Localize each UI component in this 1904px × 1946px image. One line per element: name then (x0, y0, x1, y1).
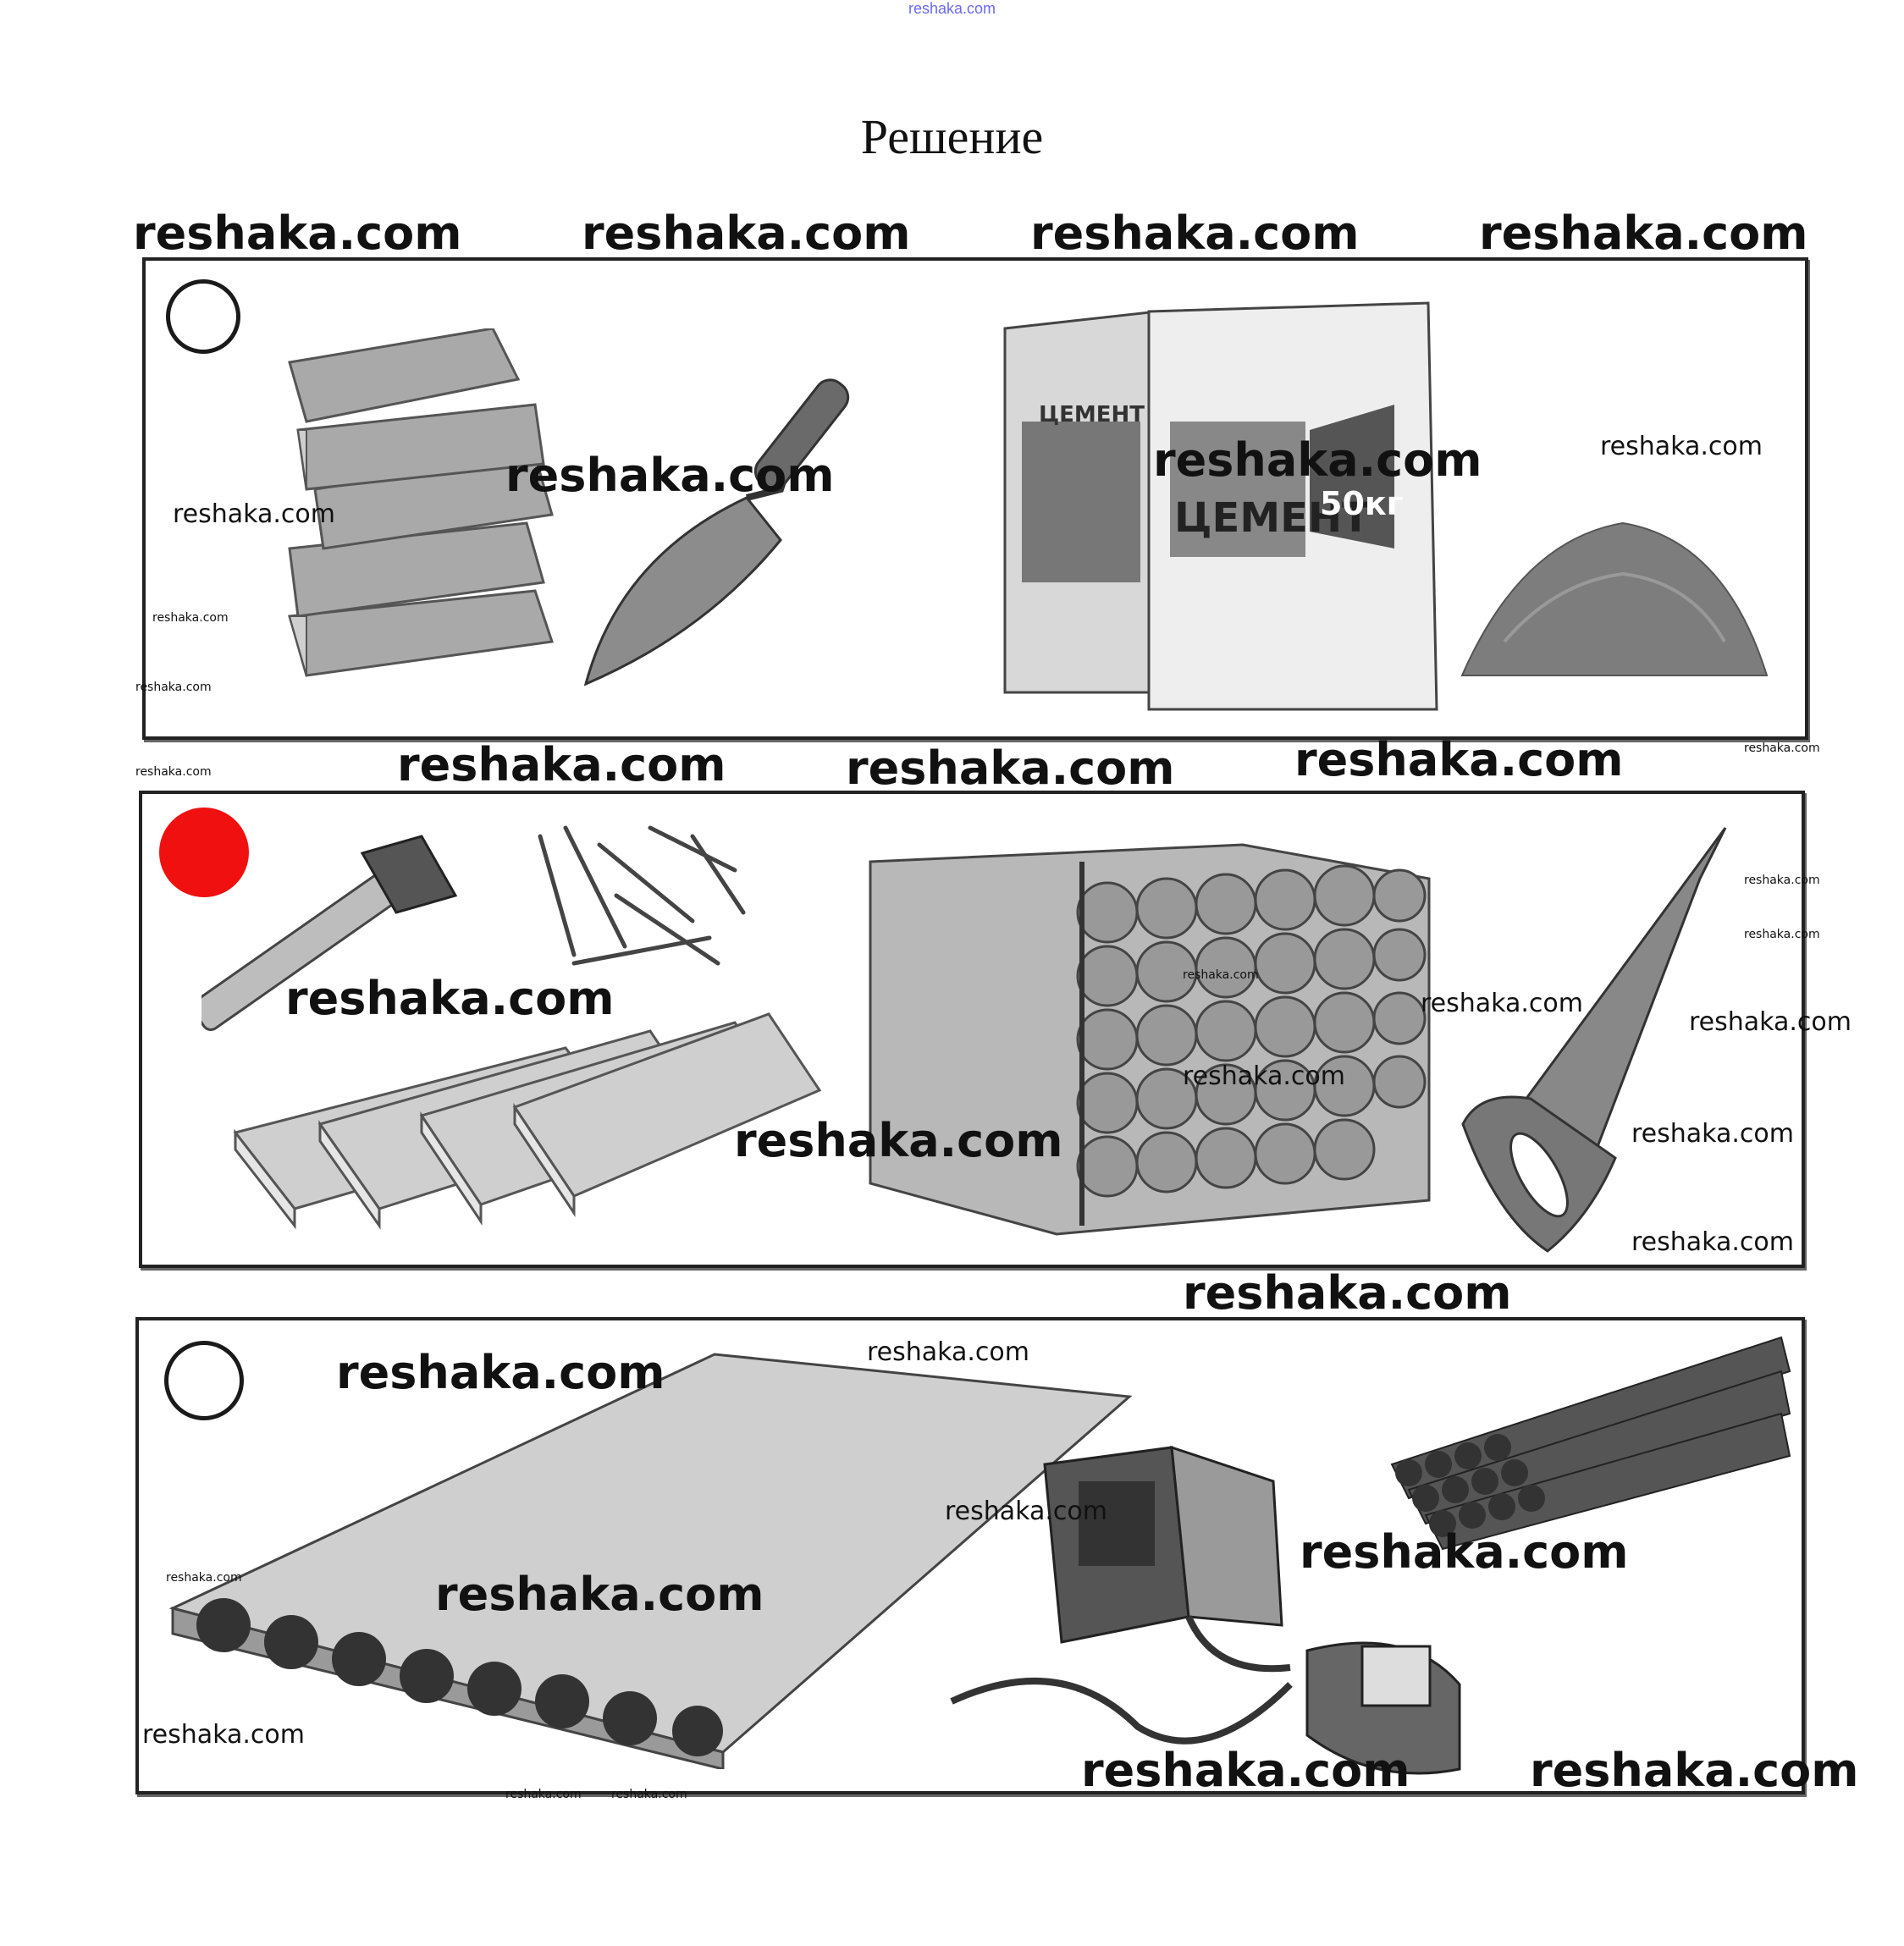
watermark: reshaka.com (1153, 433, 1482, 487)
watermark: reshaka.com (505, 449, 835, 502)
watermark: reshaka.com (611, 1788, 687, 1801)
watermark: reshaka.com (1183, 1061, 1345, 1091)
watermark: reshaka.com (285, 972, 615, 1025)
watermark: reshaka.com (173, 499, 335, 529)
watermark: reshaka.com (1530, 1744, 1859, 1797)
rebar-bundle-illustration (1390, 1336, 1791, 1551)
watermark: reshaka.com (1744, 874, 1820, 887)
watermark: reshaka.com (1479, 207, 1808, 260)
watermark: reshaka.com (1294, 733, 1624, 786)
panel-1-cement-materials: ЦЕМЕНТ ЦЕМЕНТ 50кг (142, 257, 1808, 740)
watermark: reshaka.com (142, 1720, 305, 1750)
watermark: reshaka.com (135, 765, 212, 779)
cement-bags-illustration: ЦЕМЕНТ ЦЕМЕНТ 50кг (1003, 301, 1438, 711)
cement-small-label: ЦЕМЕНТ (1039, 402, 1145, 427)
watermark: reshaka.com (1421, 989, 1583, 1018)
panel-3-concrete-metal-materials (135, 1317, 1805, 1794)
sand-pile-illustration (1460, 521, 1769, 676)
watermark: reshaka.com (846, 741, 1175, 795)
page-title: Решение (860, 109, 1044, 164)
marker-empty-circle (166, 279, 240, 354)
top-watermark: reshaka.com (908, 0, 996, 17)
marker-empty-circle (164, 1341, 244, 1420)
watermark: reshaka.com (166, 1571, 242, 1585)
watermark: reshaka.com (435, 1568, 764, 1621)
hollow-core-slab-illustration (168, 1353, 1133, 1769)
cement-big-label: ЦЕМЕНТ (1174, 494, 1370, 542)
hand-saw-illustration (1461, 827, 1727, 1253)
watermark: reshaka.com (1631, 1227, 1794, 1257)
cement-weight-label: 50кг (1320, 485, 1404, 522)
trowel-illustration (583, 378, 850, 686)
watermark: reshaka.com (336, 1346, 665, 1399)
watermark: reshaka.com (1081, 1744, 1410, 1797)
watermark: reshaka.com (582, 207, 911, 260)
hammer-illustration (201, 835, 458, 1031)
watermark: reshaka.com (1689, 1007, 1852, 1037)
bricks-illustration (288, 328, 554, 677)
welding-machine-illustration (950, 1445, 1461, 1775)
welding-mask-window (1360, 1645, 1432, 1707)
watermark: reshaka.com (1600, 432, 1763, 461)
watermark: reshaka.com (1300, 1525, 1629, 1579)
log-stack-illustration (869, 843, 1431, 1236)
watermark: reshaka.com (1631, 1119, 1794, 1149)
watermark: reshaka.com (1744, 741, 1820, 755)
nails-illustration (538, 825, 746, 966)
watermark: reshaka.com (133, 207, 462, 260)
watermark: reshaka.com (397, 738, 726, 791)
watermark: reshaka.com (152, 611, 229, 625)
watermark: reshaka.com (734, 1114, 1063, 1167)
watermark: reshaka.com (867, 1337, 1029, 1367)
watermark: reshaka.com (1030, 207, 1360, 260)
marker-filled-circle (159, 808, 249, 897)
watermark: reshaka.com (1744, 928, 1820, 941)
watermark: reshaka.com (135, 681, 212, 694)
watermark: reshaka.com (505, 1788, 582, 1801)
watermark: reshaka.com (1183, 968, 1259, 982)
watermark: reshaka.com (1183, 1266, 1512, 1320)
wooden-boards-illustration (233, 1012, 822, 1230)
watermark: reshaka.com (945, 1497, 1107, 1526)
panel-2-wood-materials (139, 791, 1805, 1268)
